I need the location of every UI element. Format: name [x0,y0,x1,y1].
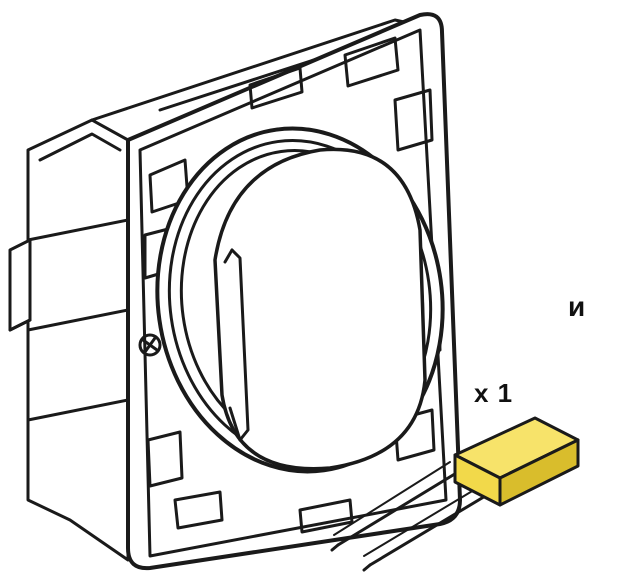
quantity-label: x 1 [474,378,514,408]
conjunction-label: и [568,291,586,322]
